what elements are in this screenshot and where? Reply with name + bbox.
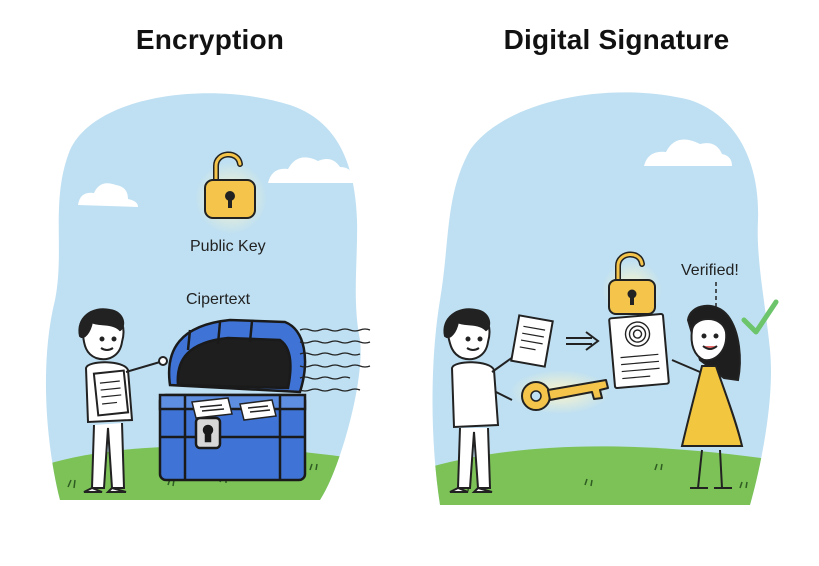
encryption-panel (45, 93, 371, 500)
cloud-icon (644, 139, 732, 166)
key-icon (510, 370, 610, 414)
encryption-title: Encryption (135, 24, 285, 55)
document-icon (191, 397, 277, 421)
verifier-person (671, 305, 744, 489)
digital-signature-panel (432, 92, 779, 505)
arrow-right-icon (566, 331, 600, 351)
document-icon (510, 314, 554, 368)
checkmark-icon (741, 299, 779, 335)
digital-signature-title: Digital Signature (503, 24, 730, 55)
cloud-icon (78, 183, 138, 207)
verified-label: Verified! (681, 262, 739, 279)
open-padlock-icon (602, 251, 662, 320)
grass-hill-right (432, 446, 771, 505)
open-padlock-icon (195, 151, 267, 234)
treasure-chest-icon (158, 318, 307, 482)
signed-document-icon (608, 312, 670, 390)
fingerprint-icon (624, 321, 651, 347)
ciphertext-label: Cipertext (186, 291, 251, 308)
public-key-label: Public Key (190, 238, 266, 255)
signer-person (443, 308, 521, 493)
document-icon (92, 369, 130, 417)
ciphertext-scramble-lines (299, 328, 371, 392)
cloud-icon (268, 157, 354, 183)
